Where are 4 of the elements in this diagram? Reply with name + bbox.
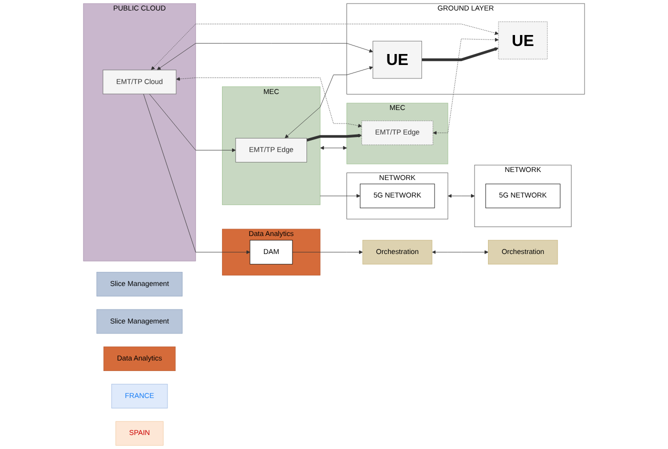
node-box: UE	[372, 40, 422, 79]
arrow	[306, 134, 362, 142]
arrow	[422, 47, 499, 62]
node-box: UE	[498, 22, 548, 60]
